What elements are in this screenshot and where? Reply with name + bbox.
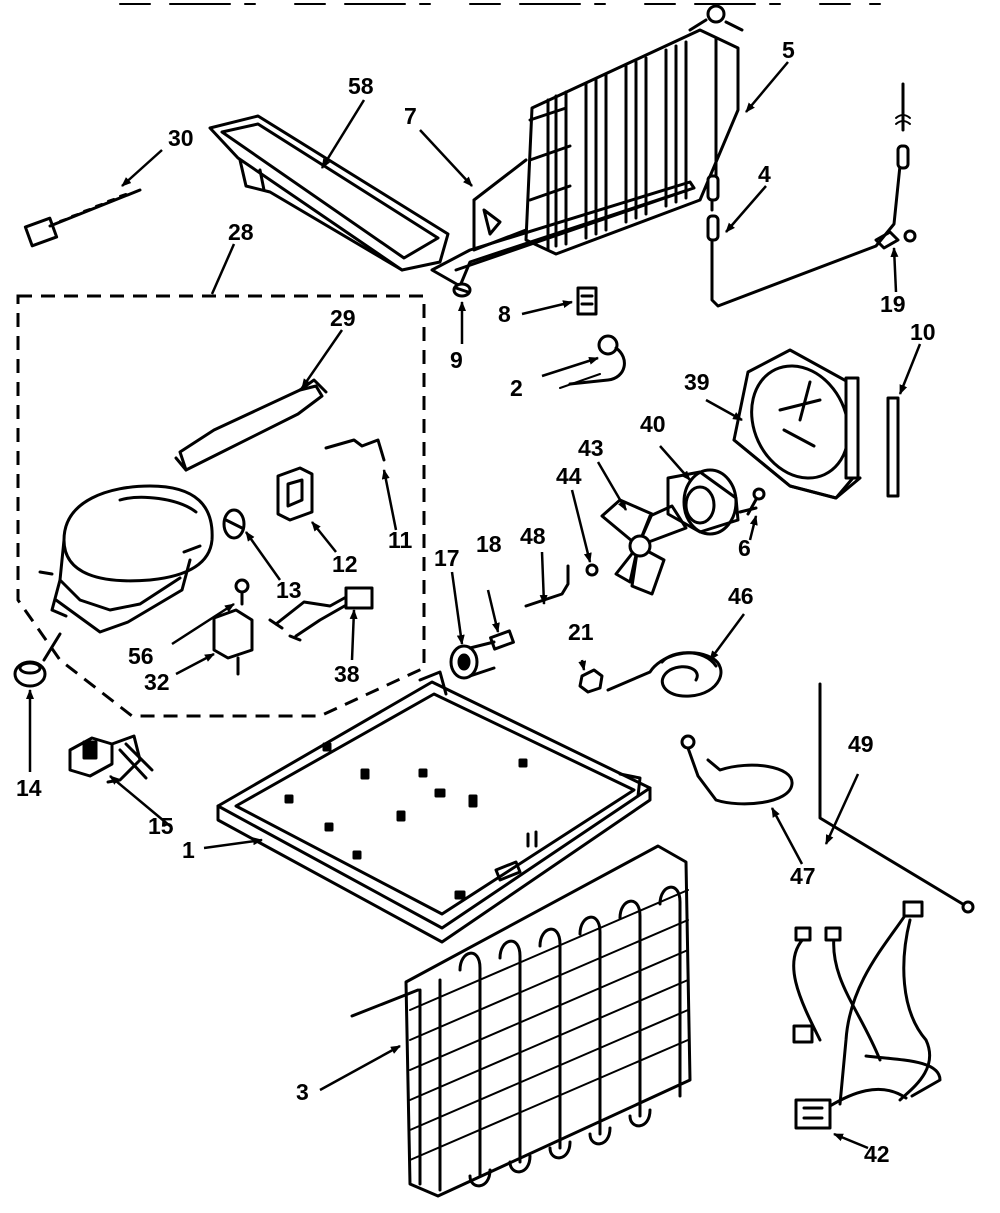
part-38-harness — [268, 586, 374, 642]
part-18-pin — [489, 629, 515, 651]
part-13-overload — [222, 508, 246, 540]
part-58-drain-pan — [208, 114, 450, 272]
callout-28: 28 — [228, 219, 254, 245]
callout-40: 40 — [640, 411, 666, 437]
part-9-screw — [452, 282, 472, 298]
callout-30: 30 — [168, 125, 194, 151]
callout-43: 43 — [578, 435, 604, 461]
part-39-fan-shroud — [732, 348, 862, 500]
callout-58: 58 — [348, 73, 374, 99]
part-8-heater-rail — [430, 180, 696, 316]
part-47-loop-tube — [680, 734, 794, 806]
callout-8: 8 — [498, 301, 511, 327]
callout-47: 47 — [790, 863, 816, 889]
callout-15: 15 — [148, 813, 174, 839]
part-30-bolt — [23, 188, 142, 248]
part-19-clip — [874, 229, 917, 250]
callout-56: 56 — [128, 643, 154, 669]
part-5-evaporator — [472, 4, 744, 256]
callout-4: 4 — [758, 161, 771, 187]
callout-13: 13 — [276, 577, 302, 603]
part-48-rod — [524, 564, 570, 608]
callout-12: 12 — [332, 551, 358, 577]
part-17-grommet — [449, 640, 496, 680]
callout-2: 2 — [510, 375, 523, 401]
callout-21: 21 — [568, 619, 594, 645]
callout-29: 29 — [330, 305, 356, 331]
callout-6: 6 — [738, 535, 751, 561]
callout-17: 17 — [434, 545, 460, 571]
callout-48: 48 — [520, 523, 546, 549]
callout-39: 39 — [684, 369, 710, 395]
part-46-coil — [606, 651, 723, 698]
part-15-valve — [68, 734, 154, 784]
part-49-rod — [818, 682, 975, 914]
callout-7: 7 — [404, 103, 417, 129]
callout-5: 5 — [782, 37, 795, 63]
callout-1: 1 — [182, 837, 195, 863]
callout-11: 11 — [388, 527, 413, 553]
callout-18: 18 — [476, 531, 502, 557]
callout-46: 46 — [728, 583, 754, 609]
part-56-screw — [234, 578, 250, 606]
part-29-drier — [174, 378, 328, 472]
part-32-start-device — [212, 608, 254, 676]
callout-3: 3 — [296, 1079, 309, 1105]
part-6-screw — [746, 487, 766, 516]
part-28-group-boundary — [16, 294, 426, 718]
callout-49: 49 — [848, 731, 874, 757]
part-44-ring — [585, 563, 599, 577]
part-3-condenser — [350, 844, 692, 1198]
part-40-fan-motor — [666, 468, 758, 536]
leader-lines — [26, 61, 922, 1150]
callout-9: 9 — [450, 347, 463, 373]
part-12-relay — [276, 466, 314, 522]
part-21-nut — [578, 668, 604, 694]
compressor — [38, 484, 214, 634]
part-4-sensor-wire — [706, 82, 911, 308]
part-43-fan-blade — [600, 498, 688, 596]
part-14-foot — [13, 632, 62, 688]
callout-14: 14 — [16, 775, 42, 801]
callout-32: 32 — [144, 669, 170, 695]
callout-42: 42 — [864, 1141, 890, 1167]
part-42-wire-harness — [792, 900, 942, 1130]
callout-38: 38 — [334, 661, 360, 687]
part-1-base-pan — [216, 670, 652, 944]
part-10-strip — [886, 396, 900, 498]
callout-19: 19 — [880, 291, 906, 317]
part-11-wire-clip — [324, 438, 386, 462]
callout-44: 44 — [556, 463, 582, 489]
part-2-plug — [559, 334, 626, 389]
callout-10: 10 — [910, 319, 936, 345]
